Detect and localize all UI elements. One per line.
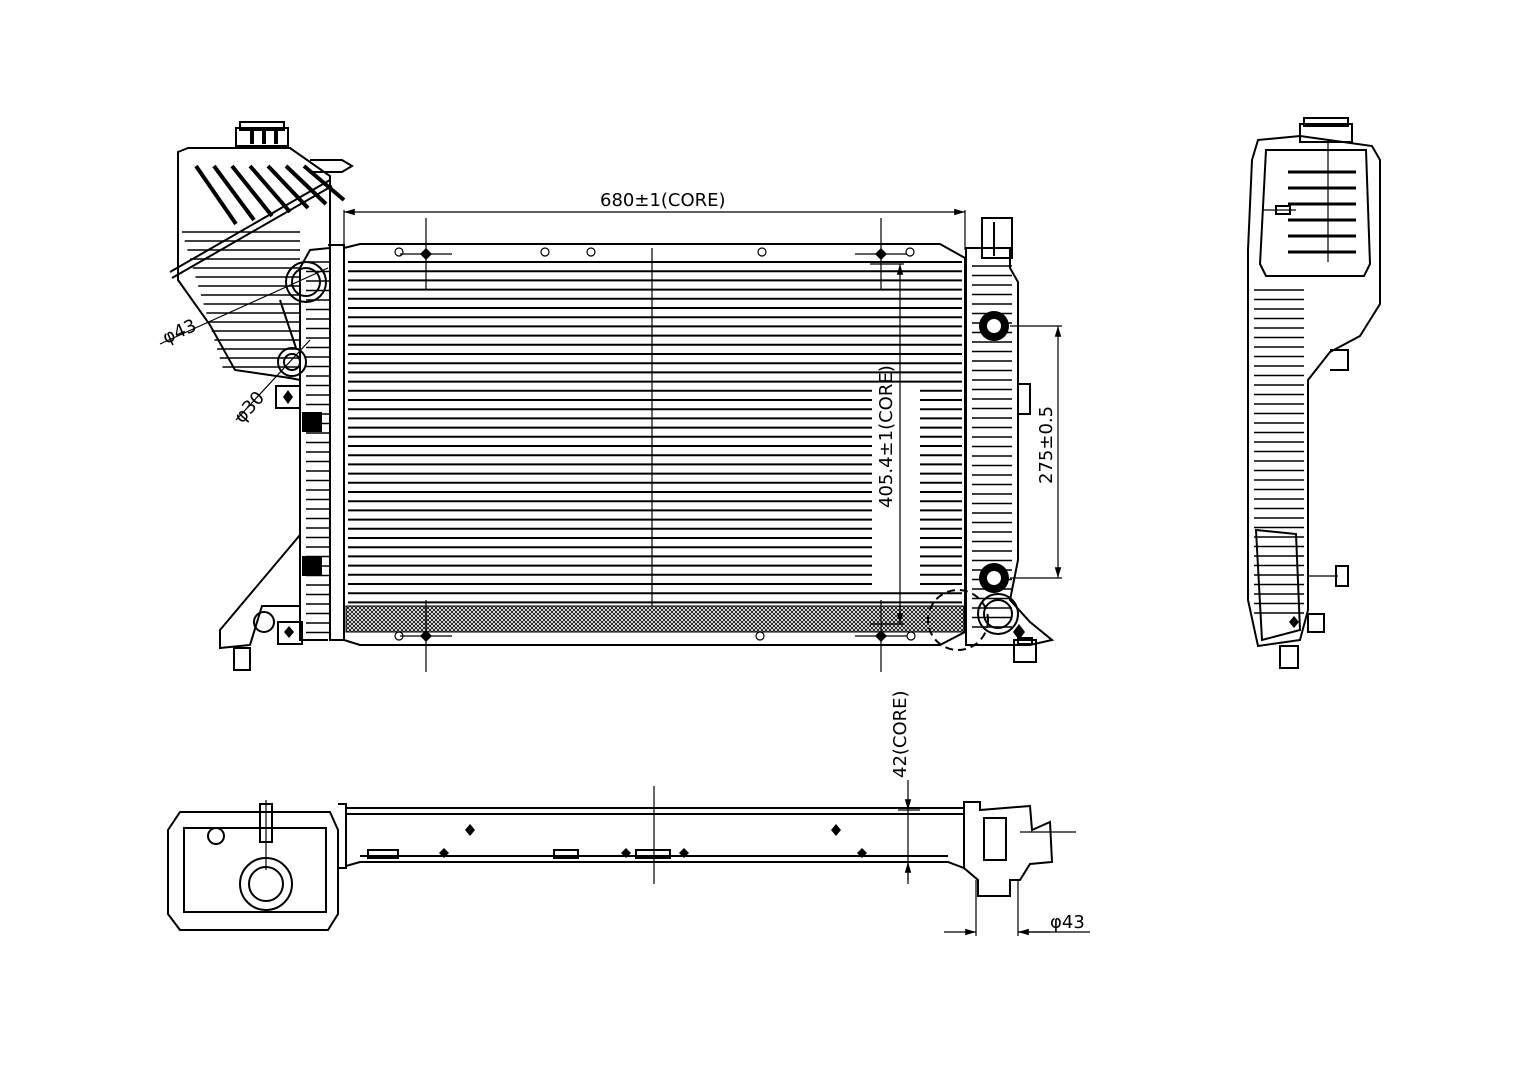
reservoir-hatching (182, 164, 346, 368)
core-width-dimension: 680±1(CORE) (600, 190, 726, 211)
right-tank (927, 217, 1055, 663)
front-view: 680±1(CORE) 405.4±1(CORE) 275±0.5 φ43 φ3… (159, 121, 1062, 672)
side-outlet-dimension: φ43 (1050, 912, 1085, 933)
left-tank-ribs (306, 261, 330, 634)
expansion-reservoir (169, 121, 354, 382)
center-marks (400, 218, 907, 672)
core-mounting-holes (394, 247, 916, 641)
core-depth-dimension: 42(CORE) (890, 690, 911, 778)
core-fins (348, 261, 962, 604)
left-tank (219, 244, 345, 671)
side-view-lines (1254, 170, 1356, 614)
mount-spacing-dimension: 275±0.5 (1036, 406, 1057, 484)
tank-outlet-large-dimension: φ43 (159, 315, 199, 348)
radiator-core (343, 218, 966, 672)
side-view (1247, 117, 1381, 669)
front-dimensions: 680±1(CORE) 405.4±1(CORE) 275±0.5 φ43 φ3… (159, 190, 1062, 625)
top-view: 42(CORE) φ43 (167, 690, 1090, 936)
top-view-markers (439, 824, 867, 858)
core-height-dimension: 405.4±1(CORE) (876, 365, 897, 508)
tank-outlet-small-dimension: φ30 (230, 387, 269, 427)
